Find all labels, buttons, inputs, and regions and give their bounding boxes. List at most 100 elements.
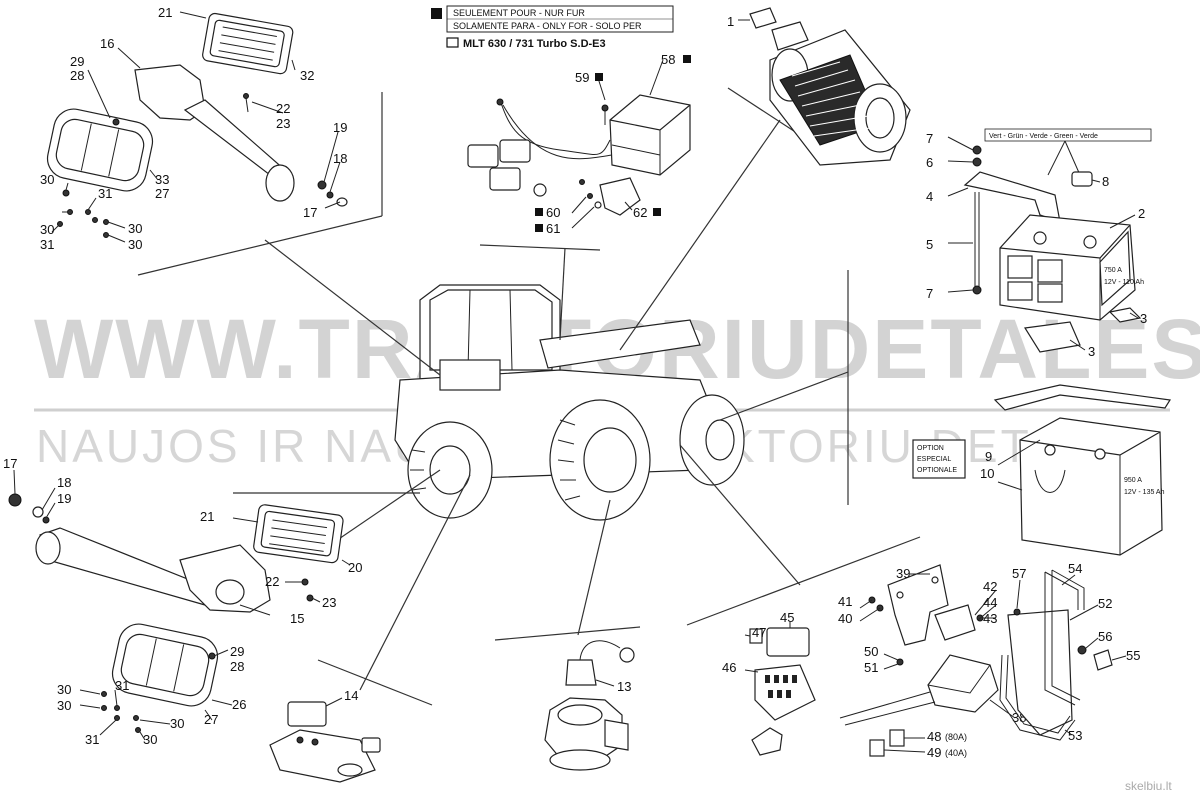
callout-17b: 17 xyxy=(3,456,17,471)
callout-48: 48 xyxy=(927,729,941,744)
option-label-2: ESPECIAL xyxy=(917,456,951,463)
callout-32: 32 xyxy=(300,68,314,83)
callout-58: 58 xyxy=(661,52,675,67)
callout-31d: 31 xyxy=(85,732,99,747)
callout-22b: 22 xyxy=(265,574,279,589)
callout-4: 4 xyxy=(926,189,933,204)
callout-51: 51 xyxy=(864,660,878,675)
callout-31b: 31 xyxy=(40,237,54,252)
callout-19: 19 xyxy=(333,120,347,135)
callout-10: 10 xyxy=(980,466,994,481)
battery-rating-optional: 950 A xyxy=(1124,477,1142,484)
battery-rating-top-2: 12V - 110 Ah xyxy=(1104,279,1144,286)
callout-39: 39 xyxy=(896,566,910,581)
callout-6: 6 xyxy=(926,155,933,170)
callout-1: 1 xyxy=(727,14,734,29)
callout-28b: 28 xyxy=(230,659,244,674)
callout-28: 28 xyxy=(70,68,84,83)
callout-17: 17 xyxy=(303,205,317,220)
corner-watermark: skelbiu.lt xyxy=(1125,779,1172,793)
callout-27b: 27 xyxy=(204,712,218,727)
battery-rating-optional-2: 12V - 135 Ah xyxy=(1124,489,1165,496)
callout-43: 43 xyxy=(983,611,997,626)
callout-56: 56 xyxy=(1098,629,1112,644)
battery-rating-top: 750 A xyxy=(1104,267,1122,274)
callout-30: 30 xyxy=(40,172,54,187)
callout-29: 29 xyxy=(70,54,84,69)
only-for-legend: SEULEMENT POUR - NUR FUR SOLAMENTE PARA … xyxy=(431,5,674,50)
callout-60: 60 xyxy=(546,205,560,220)
callout-31: 31 xyxy=(98,186,112,201)
legend-line-1: SEULEMENT POUR - NUR FUR xyxy=(453,8,585,18)
callout-27: 27 xyxy=(155,186,169,201)
callout-18b: 18 xyxy=(57,475,71,490)
callout-7: 7 xyxy=(926,131,933,146)
option-label-3: OPTIONALE xyxy=(917,467,957,474)
callout-13: 13 xyxy=(617,679,631,694)
callout-53: 53 xyxy=(1068,728,1082,743)
callout-16: 16 xyxy=(100,36,114,51)
callout-52: 52 xyxy=(1098,596,1112,611)
callout-20: 20 xyxy=(348,560,362,575)
battery-colour-legend: Vert - Grün - Verde - Green - Verde xyxy=(989,133,1098,140)
callout-30h: 30 xyxy=(143,732,157,747)
callout-57: 57 xyxy=(1012,566,1026,581)
callout-45: 45 xyxy=(780,610,794,625)
telehandler-drawing xyxy=(394,284,745,521)
callout-40: 40 xyxy=(838,611,852,626)
callout-9: 9 xyxy=(985,449,992,464)
callout-2: 2 xyxy=(1138,206,1145,221)
callout-30d: 30 xyxy=(128,237,142,252)
callout-59: 59 xyxy=(575,70,589,85)
rear-lamp-lower xyxy=(79,623,233,741)
fuse-box-assembly xyxy=(744,564,1016,757)
callout-21: 21 xyxy=(158,5,172,20)
callout-22: 22 xyxy=(276,101,290,116)
callout-3b: 3 xyxy=(1088,344,1095,359)
callout-5: 5 xyxy=(926,237,933,252)
callout-23: 23 xyxy=(276,116,290,131)
callout-7b: 7 xyxy=(926,286,933,301)
callout-29b: 29 xyxy=(230,644,244,659)
callout-21b: 21 xyxy=(200,509,214,524)
callout-61: 61 xyxy=(546,221,560,236)
callout-33: 33 xyxy=(155,172,169,187)
callout-49: 49 xyxy=(927,745,941,760)
legend-line-2: SOLAMENTE PARA - ONLY FOR - SOLO PER xyxy=(453,21,642,31)
air-filter xyxy=(738,7,911,166)
callout-41: 41 xyxy=(838,594,852,609)
callout-18: 18 xyxy=(333,151,347,166)
battery-assembly-top: Vert - Grün - Verde - Green - Verde 750 … xyxy=(947,128,1152,353)
callout-44: 44 xyxy=(983,595,997,610)
relay-box-assembly xyxy=(467,59,691,229)
callout-55: 55 xyxy=(1126,648,1140,663)
callout-30f: 30 xyxy=(57,698,71,713)
fuse-48-rating: (80A) xyxy=(945,732,967,742)
callout-8: 8 xyxy=(1102,174,1109,189)
callout-42: 42 xyxy=(983,579,997,594)
callout-30e: 30 xyxy=(57,682,71,697)
callout-50: 50 xyxy=(864,644,878,659)
callout-19b: 19 xyxy=(57,491,71,506)
fuse-49-rating: (40A) xyxy=(945,748,967,758)
plate-light-14 xyxy=(269,697,381,783)
option-label-1: OPTION xyxy=(917,445,944,452)
callout-62: 62 xyxy=(633,205,647,220)
callout-31c: 31 xyxy=(115,678,129,693)
callout-30c: 30 xyxy=(128,221,142,236)
model-label: MLT 630 / 731 Turbo S.D-E3 xyxy=(463,38,606,50)
callout-23b: 23 xyxy=(322,595,336,610)
rear-light-assembly-left xyxy=(8,469,351,616)
callout-3: 3 xyxy=(1140,311,1147,326)
guide-lines xyxy=(137,87,921,706)
battery-assembly-optional: 950 A 12V - 135 Ah OPTION ESPECIAL OPTIO… xyxy=(912,384,1172,556)
rear-light-assembly-top xyxy=(46,11,348,243)
callout-47: 47 xyxy=(752,625,766,640)
callout-14: 14 xyxy=(344,688,358,703)
callout-30b: 30 xyxy=(40,222,54,237)
callout-15: 15 xyxy=(290,611,304,626)
callout-46: 46 xyxy=(722,660,736,675)
callout-54: 54 xyxy=(1068,561,1082,576)
sensor-13 xyxy=(544,640,635,771)
